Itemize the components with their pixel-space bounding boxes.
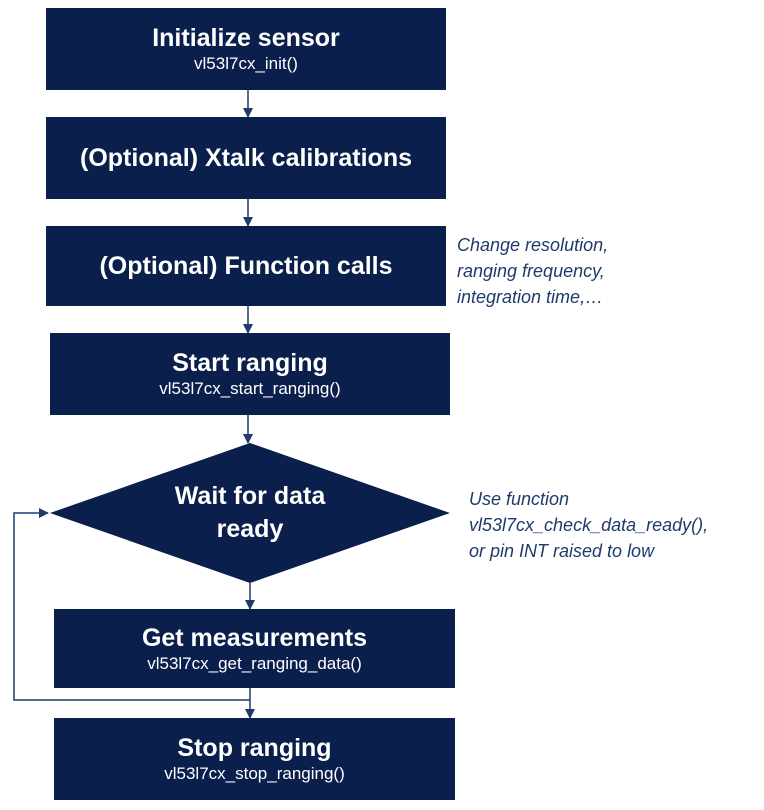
function-calls-note-line-3: integration time,… — [457, 287, 604, 307]
initialize-sensor-function: vl53l7cx_init() — [194, 54, 298, 73]
stop-ranging-box: Stop ranging vl53l7cx_stop_ranging() — [54, 718, 455, 800]
get-measurements-box: Get measurements vl53l7cx_get_ranging_da… — [54, 609, 455, 688]
function-calls-box: (Optional) Function calls — [46, 226, 446, 306]
xtalk-calibrations-title: (Optional) Xtalk calibrations — [80, 144, 412, 172]
initialize-sensor-title: Initialize sensor — [152, 24, 340, 52]
stop-ranging-function: vl53l7cx_stop_ranging() — [164, 764, 345, 783]
get-measurements-title: Get measurements — [141, 623, 368, 652]
function-calls-title: (Optional) Function calls — [99, 252, 393, 280]
wait-decision-diamond — [50, 443, 450, 583]
wait-note-line-2: vl53l7cx_check_data_ready(), — [469, 515, 709, 535]
wait-note-line-3: or pin INT raised to low — [469, 541, 655, 561]
wait-decision-line-2: ready — [216, 515, 284, 543]
function-calls-note: Change resolution, ranging frequency, in… — [457, 232, 608, 310]
wait-decision-label: Wait for data ready — [140, 480, 360, 546]
wait-note-line-1: Use function — [469, 489, 570, 509]
stop-ranging-title: Stop ranging — [177, 734, 332, 762]
xtalk-calibrations-box: (Optional) Xtalk calibrations — [46, 117, 446, 199]
function-calls-note-line-1: Change resolution, — [457, 235, 609, 255]
function-calls-note-line-2: ranging frequency, — [457, 261, 605, 281]
get-measurements-function: vl53l7cx_get_ranging_data() — [147, 653, 362, 673]
initialize-sensor-box: Initialize sensor vl53l7cx_init() — [46, 8, 446, 90]
start-ranging-function: vl53l7cx_start_ranging() — [159, 379, 341, 398]
wait-decision-line-1: Wait for data — [174, 482, 326, 510]
start-ranging-title: Start ranging — [172, 349, 328, 377]
start-ranging-box: Start ranging vl53l7cx_start_ranging() — [50, 333, 450, 415]
loop-back-arrow — [13, 508, 250, 701]
wait-note: Use function vl53l7cx_check_data_ready()… — [469, 486, 708, 564]
